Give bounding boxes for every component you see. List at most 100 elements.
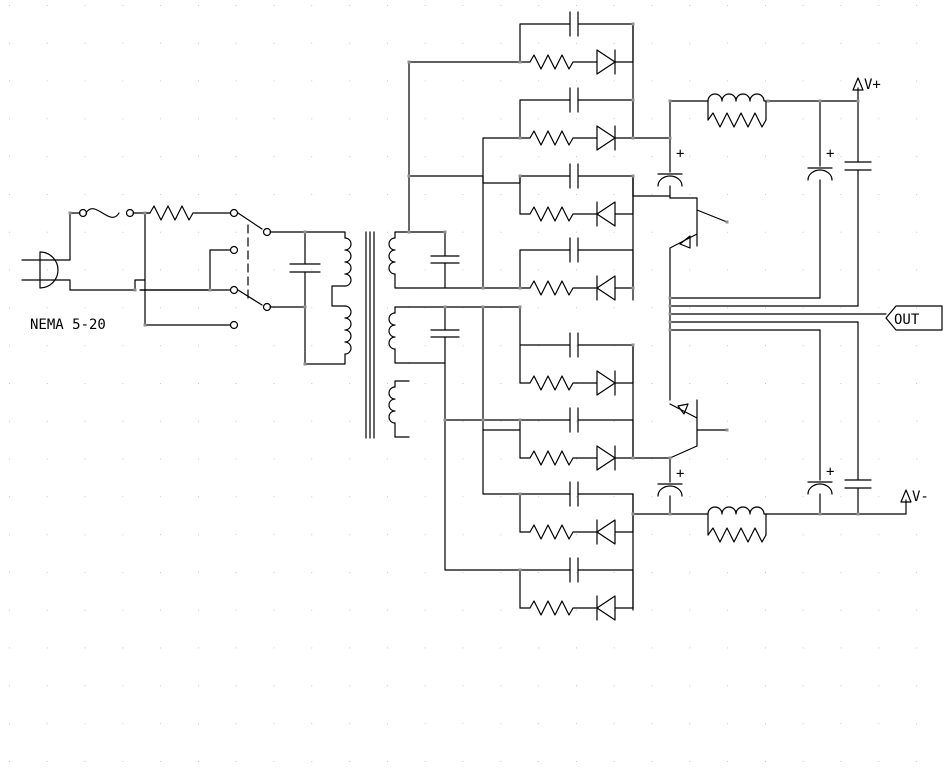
stage-diode	[596, 125, 634, 151]
vplus-label: V+	[864, 77, 881, 93]
junction-node	[407, 60, 411, 64]
stage-resistor	[519, 280, 598, 296]
junction-node	[766, 99, 770, 103]
junction-node	[407, 174, 411, 178]
primary-winding-bottom	[304, 305, 352, 365]
junction-node	[143, 211, 147, 215]
junction-node	[443, 230, 447, 234]
junction-node	[518, 568, 522, 572]
plug-label: NEMA 5-20	[30, 317, 106, 333]
junction-node	[668, 136, 672, 140]
stage-resistor	[519, 450, 598, 466]
junction-node	[668, 456, 672, 460]
stage-resistor	[519, 375, 598, 391]
vminus-terminal: V-	[900, 489, 929, 505]
stage-diode	[596, 519, 634, 545]
svg-text:+: +	[826, 464, 834, 480]
bottom-transistor	[669, 399, 728, 459]
secondary-winding-1	[388, 231, 410, 289]
stage-diode	[596, 595, 634, 621]
junction-node	[68, 211, 72, 215]
stage-capacitor	[519, 557, 634, 609]
bottom-filter-capacitor: +	[657, 457, 684, 515]
out-label: OUT	[894, 312, 920, 328]
stage-resistor	[519, 524, 598, 540]
svg-text:+: +	[676, 146, 684, 162]
rectifier-stages	[519, 11, 634, 621]
junction-node	[518, 60, 522, 64]
junction-node	[631, 286, 635, 290]
secondary-winding-3	[388, 380, 410, 438]
top-rail-capacitors: +	[807, 100, 872, 307]
stage-capacitor	[519, 11, 634, 63]
stage-capacitor	[519, 407, 634, 459]
top-transistor	[669, 197, 728, 256]
junction-node	[208, 288, 212, 292]
stage-diode	[596, 370, 634, 396]
primary-filter-capacitor	[289, 244, 321, 273]
stage-capacitor	[519, 481, 634, 533]
stage-resistor	[519, 206, 598, 222]
junction-node	[668, 99, 672, 103]
junction-node	[668, 304, 672, 308]
junction-node	[518, 136, 522, 140]
stage-diode	[596, 445, 634, 471]
junction-node	[481, 305, 485, 309]
top-inductor	[669, 87, 859, 139]
rectifier-stage	[519, 237, 634, 301]
bottom-inductor	[669, 499, 907, 543]
junction-node	[518, 418, 522, 422]
primary-winding-top	[304, 231, 352, 307]
stage-capacitor	[519, 163, 634, 215]
top-filter-capacitor: +	[657, 137, 684, 199]
junction-node	[133, 288, 137, 292]
junction-node	[518, 286, 522, 290]
junction-node	[631, 136, 635, 140]
out-terminal: OUT	[885, 305, 943, 331]
bottom-rail-capacitors: +	[807, 321, 872, 515]
junction-node	[443, 418, 447, 422]
stage-diode	[596, 49, 634, 75]
junction-node	[518, 492, 522, 496]
junction-node	[443, 305, 447, 309]
svg-text:+: +	[826, 146, 834, 162]
fuse	[78, 208, 151, 218]
junction-node	[725, 220, 729, 224]
stage-capacitor	[519, 87, 634, 139]
stage-resistor	[519, 54, 598, 70]
junction-node	[818, 99, 822, 103]
junction-node	[668, 512, 672, 516]
secondary-winding-2	[388, 306, 410, 364]
junction-node	[725, 428, 729, 432]
junction-node	[631, 174, 635, 178]
nema-plug	[21, 212, 81, 291]
junction-node	[631, 512, 635, 516]
junction-node	[303, 305, 307, 309]
junction-node	[631, 456, 635, 460]
junction-node	[303, 230, 307, 234]
stage-capacitor	[519, 237, 634, 289]
junction-node	[407, 230, 411, 234]
junction-node	[631, 343, 635, 347]
junction-node	[668, 320, 672, 324]
stage-diode	[596, 275, 634, 301]
junction-node	[303, 362, 307, 366]
junction-node	[818, 512, 822, 516]
stage-capacitor	[519, 332, 634, 384]
vminus-label: V-	[912, 489, 929, 505]
junction-node	[481, 418, 485, 422]
junction-node	[143, 323, 147, 327]
stage-resistor	[519, 130, 598, 146]
junction-node	[856, 512, 860, 516]
junction-node	[631, 22, 635, 26]
junction-node	[668, 312, 672, 316]
transformer-core	[365, 231, 375, 439]
junction-node	[631, 98, 635, 102]
stage-resistor	[519, 600, 598, 616]
output-bus	[669, 254, 887, 401]
stage-diode	[596, 201, 634, 227]
junction-node	[668, 296, 672, 300]
junction-node	[668, 328, 672, 332]
